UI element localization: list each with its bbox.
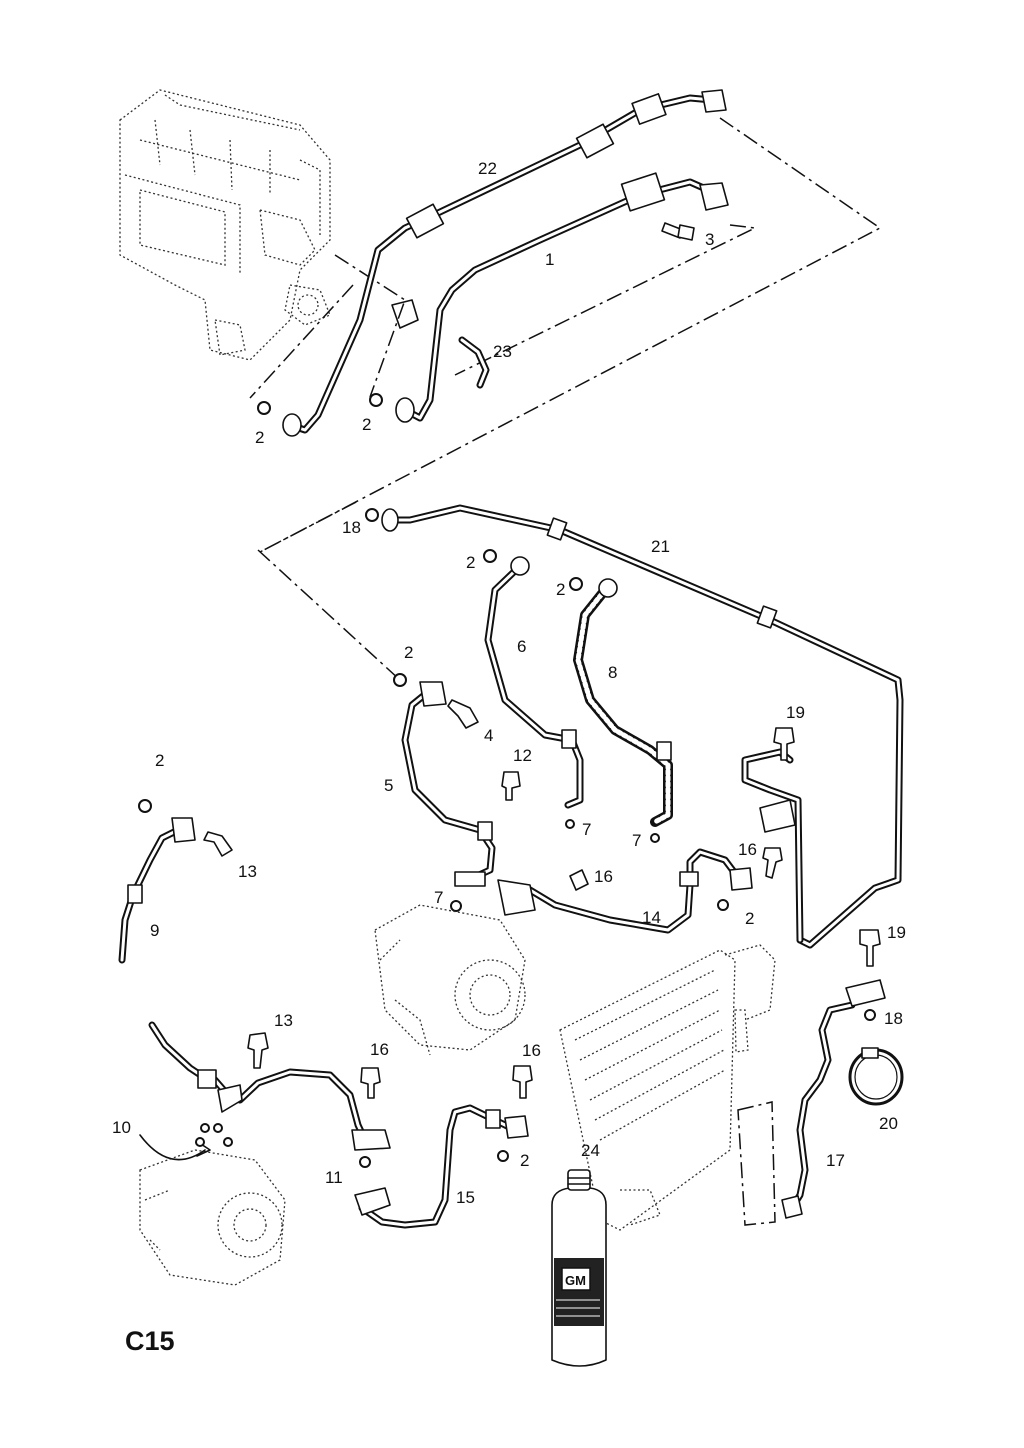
pipe-15 [354,1104,529,1229]
routing-guide-lines [249,117,882,1226]
o-ring [138,799,152,813]
expansion-valve-stud [391,299,419,329]
callout-14: 14 [642,908,661,927]
callout-24: 24 [581,1141,600,1160]
callout-2-g: 2 [745,909,754,928]
callout-12: 12 [513,746,532,765]
callout-18-b: 18 [884,1009,903,1028]
refrigerant-can-24: GM [551,1169,607,1367]
o-ring [864,1009,876,1021]
o-ring [650,833,660,843]
o-ring [365,508,379,522]
callout-11: 11 [325,1168,343,1187]
bolt-16-a [569,869,589,891]
pipe-1 [395,172,729,423]
callout-13-a: 13 [238,862,257,881]
o-ring [257,401,271,415]
callout-7-c: 7 [434,888,443,907]
o-ring [393,673,407,687]
o-ring [213,1123,223,1133]
callout-7-b: 7 [632,831,641,850]
callout-16-c: 16 [370,1040,389,1059]
callout-23: 23 [493,342,512,361]
clamp-20 [848,1047,904,1106]
pipe-17 [781,979,886,1219]
callout-16-b: 16 [594,867,613,886]
hose-9 [118,817,209,1082]
o-ring [359,1156,371,1168]
callout-2-h: 2 [520,1151,529,1170]
compressor-lower [139,1149,286,1286]
bolt-16-d [512,1065,533,1099]
callout-8: 8 [608,663,617,682]
callout-2-d: 2 [556,580,565,599]
callout-21: 21 [651,537,670,556]
condenser [559,944,776,1231]
callout-22: 22 [478,159,497,178]
evaporator-housing [119,89,331,361]
o-ring [569,577,583,591]
o-ring [200,1123,210,1133]
bolt-13-lower [247,1032,269,1069]
callout-19-a: 19 [786,703,805,722]
callout-17: 17 [826,1151,845,1170]
callout-10: 10 [112,1118,131,1137]
callout-1: 1 [545,250,554,269]
o-ring [195,1137,205,1147]
callout-15: 15 [456,1188,475,1207]
o-ring [369,393,383,407]
callout-labels: 22 1 3 23 2 2 18 21 2 2 6 8 2 4 19 12 5 … [112,159,906,1207]
o-ring [450,900,462,912]
callout-19-b: 19 [887,923,906,942]
callout-4: 4 [484,726,493,745]
bolt-19-upper [773,727,795,761]
callout-16-a: 16 [738,840,757,859]
bolt-13-upper [203,831,233,857]
o-ring [565,819,575,829]
bolt-4 [447,699,479,729]
pipe-21 [381,504,904,949]
o-ring [483,549,497,563]
pipe-14 [497,848,753,934]
bolt-19-lower [859,929,881,967]
hose-8 [573,578,673,827]
callout-3: 3 [705,230,714,249]
callout-7-a: 7 [582,820,591,839]
pipe-22 [282,89,727,437]
page-code: C15 [125,1326,175,1356]
callout-2-c: 2 [466,553,475,572]
pipe-11 [197,1068,391,1151]
callout-2-e: 2 [404,643,413,662]
o-ring [497,1150,509,1162]
callout-9: 9 [150,921,159,940]
compressor-upper [374,904,526,1056]
callout-16-d: 16 [522,1041,541,1060]
bolt-16-b [762,847,783,879]
callout-18-a: 18 [342,518,361,537]
callout-2-a: 2 [255,428,264,447]
callout-20: 20 [879,1114,898,1133]
can-label: GM [565,1273,586,1288]
bolt-16-c [360,1067,381,1099]
o-ring [223,1137,233,1147]
callout-6: 6 [517,637,526,656]
callout-5: 5 [384,776,393,795]
arrow-10 [139,1134,206,1161]
hose-6 [484,556,584,809]
hose-5 [401,681,496,887]
bolt-12 [501,771,521,801]
callout-13-b: 13 [274,1011,293,1030]
bolt-3 [661,222,695,241]
callout-2-f: 2 [155,751,164,770]
o-ring [717,899,729,911]
callout-2-b: 2 [362,415,371,434]
